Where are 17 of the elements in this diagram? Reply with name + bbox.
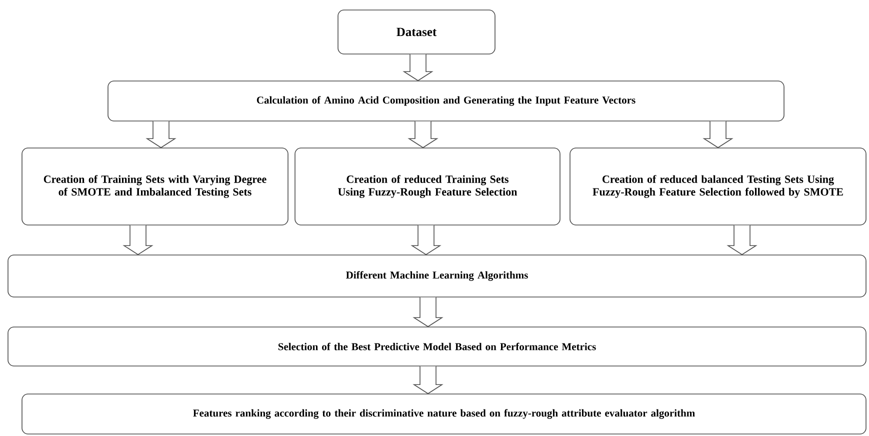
block-arrow xyxy=(412,366,444,394)
process-box: Selection of the Best Predictive Model Based on Performance Metrics xyxy=(8,326,866,366)
process-box: Creation of reduced Training Sets Using Fuzzy-Rough Feature Selection xyxy=(294,148,560,226)
process-box: Features ranking according to their discriminative nature based on fuzzy-rough attribute evaluator algorithm xyxy=(22,394,866,434)
process-box: Creation of Training Sets with Varying Degree of SMOTE and Imbalanced Testing Sets xyxy=(22,148,288,226)
block-arrow xyxy=(702,121,734,148)
block-arrow xyxy=(122,225,154,256)
block-arrow xyxy=(408,121,438,148)
process-box: Different Machine Learning Algorithms xyxy=(8,254,866,298)
block-arrow xyxy=(726,225,758,256)
block-arrow xyxy=(412,297,444,328)
process-box: Dataset xyxy=(338,10,496,54)
process-box: Calculation of Amino Acid Composition and Generating the Input Feature Vectors xyxy=(108,80,784,122)
block-arrow xyxy=(402,54,434,82)
block-arrow xyxy=(146,121,176,148)
process-box: Creation of reduced balanced Testing Sets Using Fuzzy-Rough Feature Selection followed by SMOTE xyxy=(570,148,866,226)
block-arrow xyxy=(410,225,442,256)
